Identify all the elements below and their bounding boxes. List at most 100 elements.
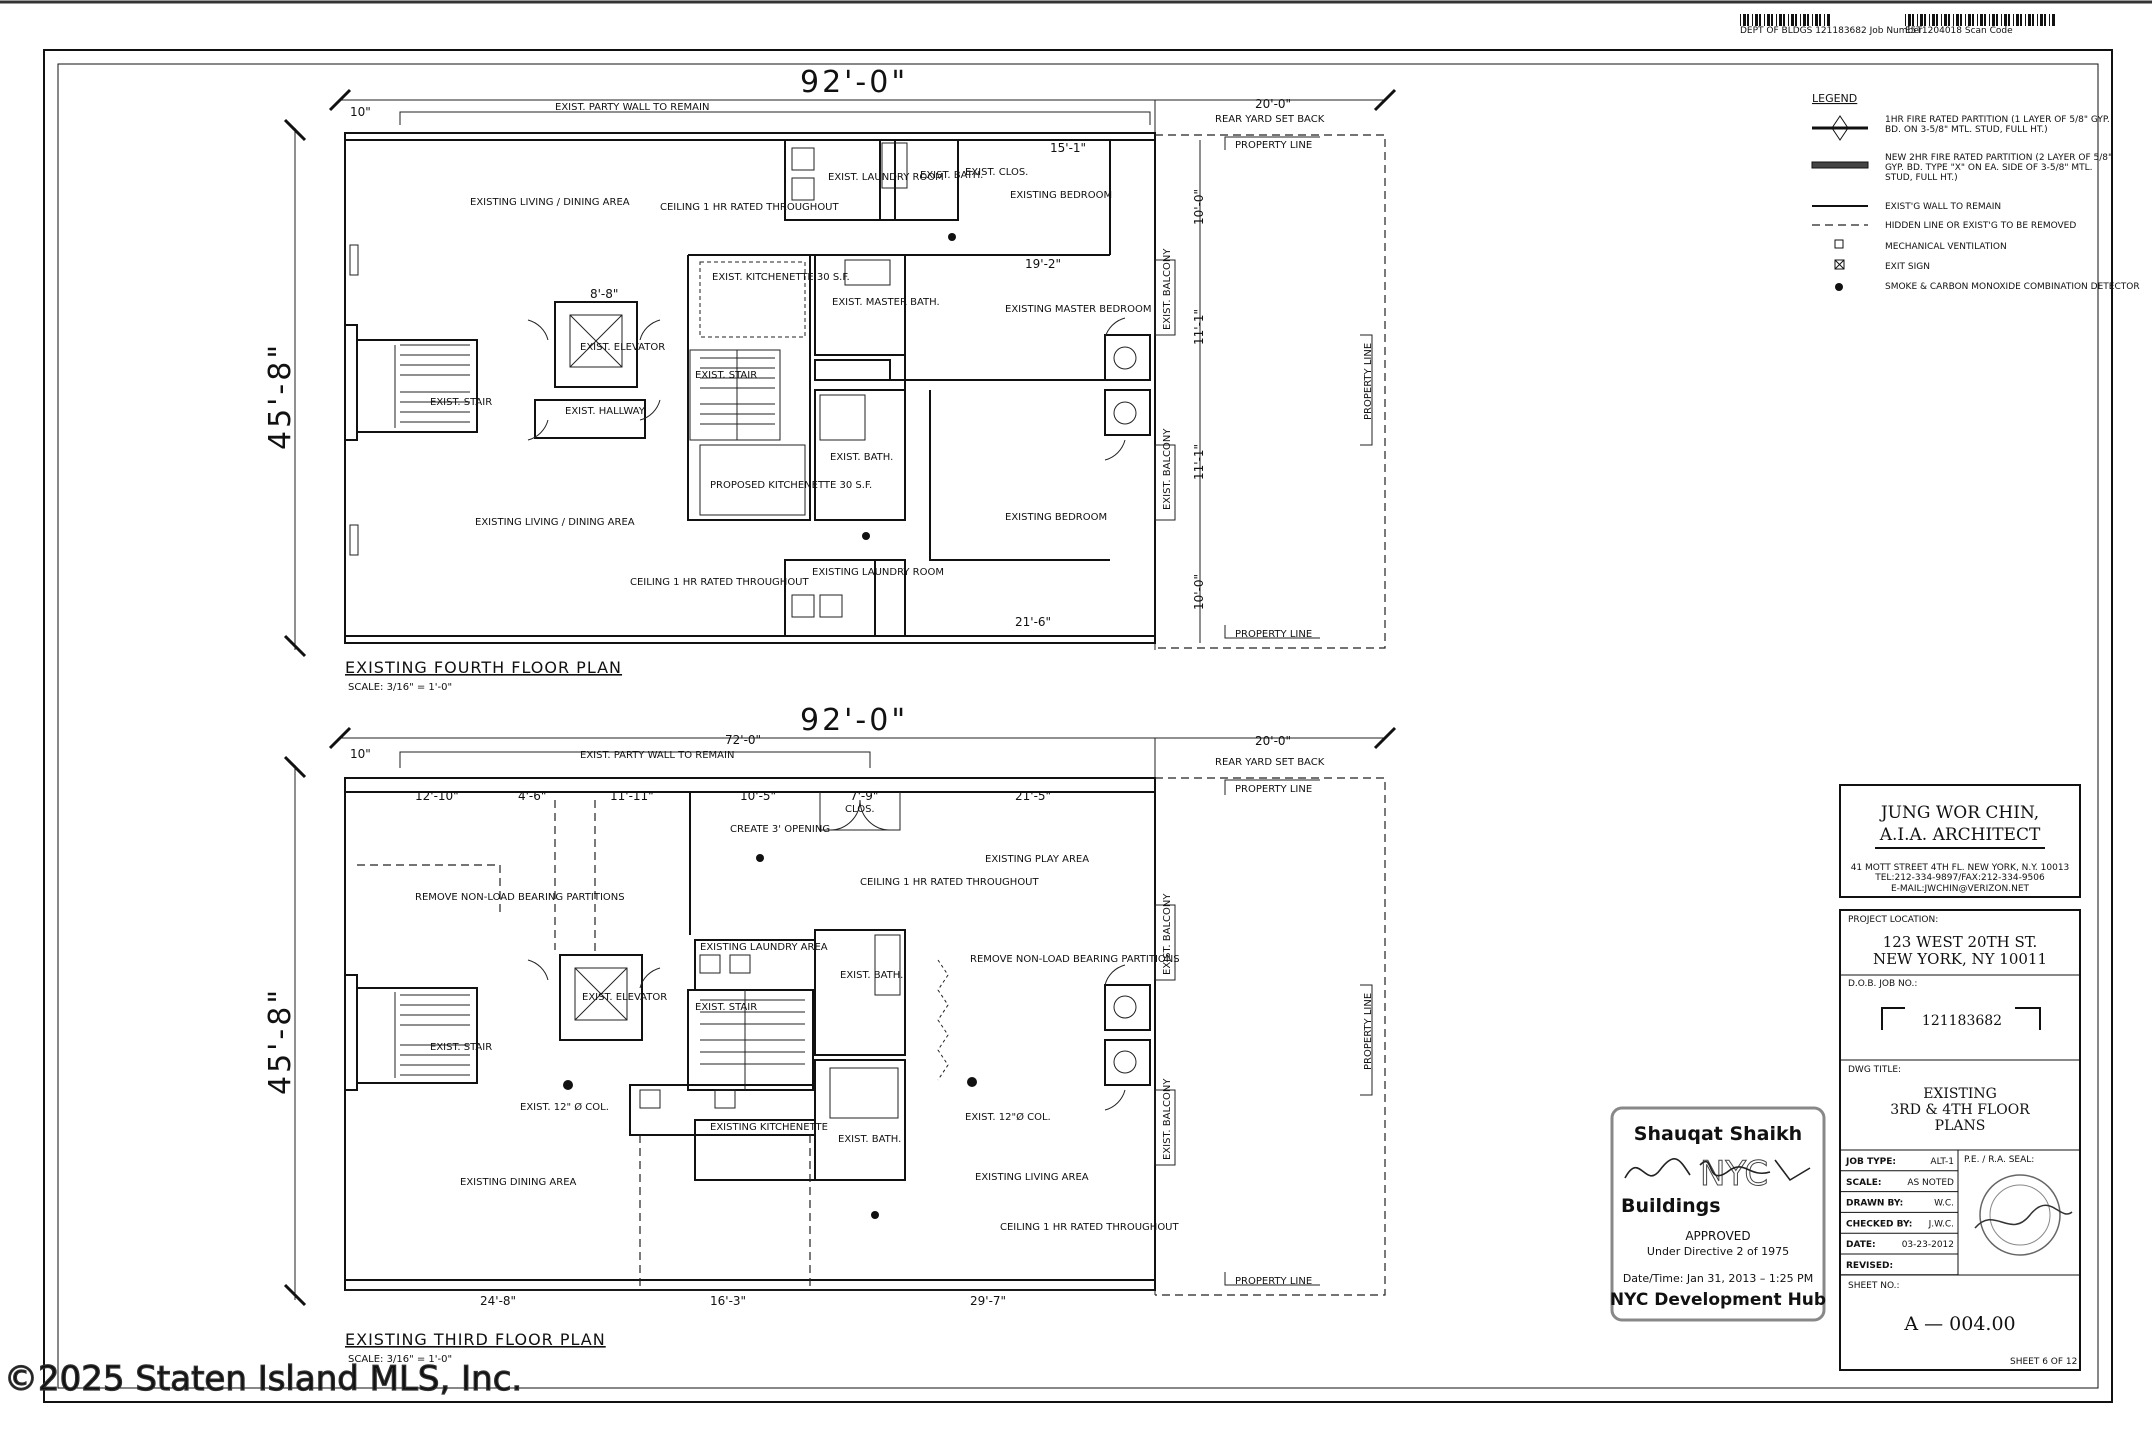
- svg-text:TEL:212-334-9897/FAX:212-334-9: TEL:212-334-9897/FAX:212-334-9506: [1874, 873, 2045, 883]
- approval-stamp: NYC Shauqat Shaikh Buildings APPROVED Un…: [1610, 1106, 1826, 1322]
- svg-text:EXIST. ELEVATOR: EXIST. ELEVATOR: [582, 992, 667, 1003]
- svg-text:DEPT OF BLDGS 121183682 Job Nu: DEPT OF BLDGS 121183682 Job Number: [1740, 26, 1923, 36]
- svg-text:SCALE: 3/16" = 1'-0": SCALE: 3/16" = 1'-0": [348, 682, 452, 693]
- svg-text:24'-8": 24'-8": [480, 1294, 516, 1308]
- svg-text:Under Directive 2 of 1975: Under Directive 2 of 1975: [1647, 1245, 1789, 1258]
- svg-text:CEILING 1 HR RATED THROUGHOUT: CEILING 1 HR RATED THROUGHOUT: [1000, 1222, 1180, 1233]
- third-floor-title: EXISTING THIRD FLOOR PLAN: [345, 1330, 606, 1349]
- legend-item-smoke-detector: SMOKE & CARBON MONOXIDE COMBINATION DETE…: [1885, 282, 2140, 292]
- svg-text:EXIST. CLOS.: EXIST. CLOS.: [965, 167, 1028, 178]
- svg-text:E5T1204018 Scan Code: E5T1204018 Scan Code: [1905, 26, 2013, 36]
- svg-text:NEW YORK, NY 10011: NEW YORK, NY 10011: [1873, 950, 2047, 968]
- svg-text:D.O.B. JOB NO.:: D.O.B. JOB NO.:: [1848, 979, 1917, 989]
- title-block-label: CHECKED BY:: [1846, 1219, 1912, 1229]
- title-block-label: SCALE:: [1846, 1178, 1882, 1188]
- svg-text:EXIST. LAUNDRY ROOM: EXIST. LAUNDRY ROOM: [828, 172, 944, 183]
- svg-text:EXISTING LIVING / DINING AREA: EXISTING LIVING / DINING AREA: [475, 517, 635, 528]
- svg-text:LEGEND: LEGEND: [1812, 92, 1857, 105]
- svg-text:EXIST. PARTY WALL TO REMAIN: EXIST. PARTY WALL TO REMAIN: [555, 102, 709, 113]
- svg-text:EXISTING BEDROOM: EXISTING BEDROOM: [1010, 190, 1112, 201]
- svg-text:41 MOTT STREET 4TH FL. NEW YOR: 41 MOTT STREET 4TH FL. NEW YORK, N.Y. 10…: [1851, 863, 2070, 873]
- mls-watermark: ©2025 Staten Island MLS, Inc.: [4, 1359, 522, 1399]
- svg-text:12'-10": 12'-10": [415, 789, 459, 803]
- svg-text:PROPERTY LINE: PROPERTY LINE: [1235, 1276, 1312, 1287]
- title-block-value: 03-23-2012: [1902, 1240, 1954, 1250]
- svg-text:EXIST. BATH.: EXIST. BATH.: [920, 170, 983, 181]
- svg-text:72'-0": 72'-0": [725, 733, 761, 747]
- fire-partition-2hr-icon: [1811, 161, 1869, 169]
- svg-text:EXIST. BALCONY: EXIST. BALCONY: [1162, 428, 1173, 510]
- svg-text:PROPERTY LINE: PROPERTY LINE: [1235, 629, 1312, 640]
- title-block-value: AS NOTED: [1907, 1178, 1954, 1188]
- svg-text:EXIST. HALLWAY: EXIST. HALLWAY: [565, 406, 646, 417]
- svg-text:REAR YARD SET BACK: REAR YARD SET BACK: [1215, 114, 1325, 125]
- svg-text:NYC Development Hub: NYC Development Hub: [1610, 1290, 1826, 1310]
- svg-text:EXIST. BALCONY: EXIST. BALCONY: [1162, 248, 1173, 330]
- svg-text:E-MAIL:JWCHIN@VERIZON.NET: E-MAIL:JWCHIN@VERIZON.NET: [1891, 884, 2030, 894]
- legend-item-existing-wall: EXIST'G WALL TO REMAIN: [1885, 202, 2001, 212]
- svg-text:APPROVED: APPROVED: [1685, 1229, 1750, 1243]
- barcode-left: DEPT OF BLDGS 121183682 Job Number: [1740, 14, 1923, 36]
- svg-text:CEILING 1 HR RATED THROUGHOUT: CEILING 1 HR RATED THROUGHOUT: [860, 877, 1040, 888]
- svg-text:EXISTING BEDROOM: EXISTING BEDROOM: [1005, 512, 1107, 523]
- svg-text:EXIST. BATH.: EXIST. BATH.: [840, 970, 903, 981]
- svg-text:EXIST. KITCHENETTE 30 S.F.: EXIST. KITCHENETTE 30 S.F.: [712, 272, 850, 283]
- svg-text:REAR YARD SET BACK: REAR YARD SET BACK: [1215, 757, 1325, 768]
- svg-text:EXIST. STAIR: EXIST. STAIR: [430, 1042, 492, 1053]
- svg-text:45'-8": 45'-8": [263, 342, 298, 450]
- signature: [1624, 1158, 1811, 1182]
- svg-text:15'-1": 15'-1": [1050, 141, 1086, 155]
- svg-text:21'-6": 21'-6": [1015, 615, 1051, 629]
- svg-text:7'-9": 7'-9": [850, 789, 878, 803]
- svg-text:EXISTING LAUNDRY AREA: EXISTING LAUNDRY AREA: [700, 942, 828, 953]
- sheet-border: [43, 49, 2113, 1403]
- svg-text:PROPERTY LINE: PROPERTY LINE: [1235, 784, 1312, 795]
- title-block-value: W.C.: [1934, 1199, 1954, 1209]
- svg-text:EXISTING DINING AREA: EXISTING DINING AREA: [460, 1177, 577, 1188]
- legend-item-mech-vent: MECHANICAL VENTILATION: [1885, 242, 2007, 252]
- barcode-right: E5T1204018 Scan Code: [1905, 14, 2055, 36]
- svg-text:92'-0": 92'-0": [800, 65, 908, 100]
- svg-text:EXIST. MASTER BATH.: EXIST. MASTER BATH.: [832, 297, 940, 308]
- svg-text:EXIST. BATH.: EXIST. BATH.: [830, 452, 893, 463]
- title-block: JUNG WOR CHIN, A.I.A. ARCHITECT 41 MOTT …: [1839, 784, 2081, 1371]
- legend-item-fire-partition-1hr: 1HR FIRE RATED PARTITION (1 LAYER OF 5/8…: [1885, 115, 2110, 135]
- svg-text:EXIST. BALCONY: EXIST. BALCONY: [1162, 1078, 1173, 1160]
- svg-text:EXISTING PLAY AREA: EXISTING PLAY AREA: [985, 854, 1089, 865]
- svg-text:19'-2": 19'-2": [1025, 257, 1061, 271]
- svg-text:CEILING 1 HR RATED THROUGHOUT: CEILING 1 HR RATED THROUGHOUT: [660, 202, 840, 213]
- nyc-watermark-logo: NYC: [1700, 1154, 1768, 1194]
- svg-text:REMOVE NON-LOAD BEARING PARTIT: REMOVE NON-LOAD BEARING PARTITIONS: [970, 954, 1180, 965]
- svg-text:SCALE: 3/16" = 1'-0": SCALE: 3/16" = 1'-0": [348, 1354, 452, 1365]
- svg-text:PROJECT LOCATION:: PROJECT LOCATION:: [1848, 915, 1938, 925]
- legend-item-fire-partition-2hr: NEW 2HR FIRE RATED PARTITION (2 LAYER OF…: [1885, 153, 2112, 183]
- svg-text:10": 10": [350, 105, 371, 119]
- title-block-value: ALT-1: [1930, 1157, 1954, 1167]
- svg-text:A — 004.00: A — 004.00: [1903, 1313, 2015, 1335]
- svg-text:EXISTING LAUNDRY ROOM: EXISTING LAUNDRY ROOM: [812, 567, 944, 578]
- svg-text:EXIST. 12" Ø COL.: EXIST. 12" Ø COL.: [520, 1101, 609, 1113]
- svg-text:CEILING 1 HR RATED THROUGHOUT: CEILING 1 HR RATED THROUGHOUT: [630, 577, 810, 588]
- mech-vent-icon: [1834, 239, 1844, 249]
- svg-text:21'-5": 21'-5": [1015, 789, 1051, 803]
- svg-text:PLANS: PLANS: [1935, 1118, 1986, 1134]
- svg-text:10'-5": 10'-5": [740, 789, 776, 803]
- svg-text:EXIST. BALCONY: EXIST. BALCONY: [1162, 893, 1173, 975]
- svg-text:8'-8": 8'-8": [590, 287, 618, 301]
- svg-text:EXISTING KITCHENETTE: EXISTING KITCHENETTE: [710, 1122, 828, 1133]
- svg-text:Buildings: Buildings: [1621, 1195, 1721, 1217]
- svg-text:4'-6": 4'-6": [518, 789, 546, 803]
- svg-text:EXIST. 12"Ø COL.: EXIST. 12"Ø COL.: [965, 1111, 1051, 1123]
- svg-text:20'-0": 20'-0": [1255, 97, 1291, 111]
- title-block-label: REVISED:: [1846, 1261, 1893, 1271]
- svg-text:16'-3": 16'-3": [710, 1294, 746, 1308]
- svg-text:10'-0": 10'-0": [1192, 189, 1206, 225]
- title-block-label: DRAWN BY:: [1846, 1199, 1903, 1209]
- svg-text:123 WEST 20TH ST.: 123 WEST 20TH ST.: [1883, 933, 2038, 951]
- svg-text:10": 10": [350, 747, 371, 761]
- svg-text:45'-8": 45'-8": [263, 987, 298, 1095]
- svg-text:EXIST. BATH.: EXIST. BATH.: [838, 1134, 901, 1145]
- svg-text:EXIST. STAIR: EXIST. STAIR: [695, 370, 757, 381]
- legend-item-hidden-line: HIDDEN LINE OR EXIST'G TO BE REMOVED: [1885, 221, 2076, 231]
